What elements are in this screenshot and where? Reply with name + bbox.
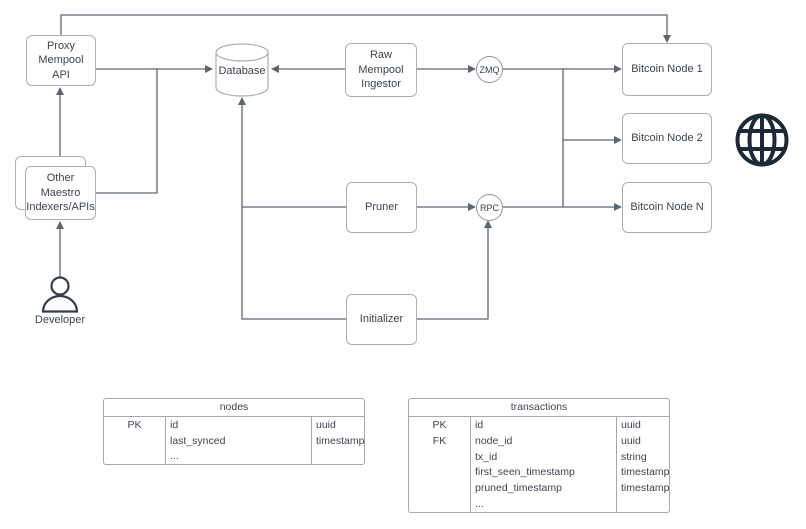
er-cell	[409, 449, 470, 465]
er-cell	[104, 448, 165, 464]
er-cell: pruned_timestamp	[475, 482, 562, 495]
pruner-box: Pruner	[346, 182, 417, 233]
er-column: uuid uuid string timestamp timestamp	[617, 417, 669, 512]
er-column: PK	[104, 417, 165, 464]
er-cell: node_id	[475, 434, 513, 447]
edge-indexers-merge	[96, 69, 158, 194]
er-cell: string	[621, 450, 647, 463]
er-column: id last_synced...	[165, 417, 312, 464]
er-cell: PK	[127, 418, 142, 431]
er-cell: timestamp	[621, 466, 669, 479]
er-cell: id	[170, 418, 179, 431]
er-cell	[104, 433, 165, 449]
er-column: PK FK	[409, 417, 470, 512]
er-cell: uuid	[621, 434, 641, 447]
person-icon	[40, 275, 80, 313]
transactions-table: transactions PK FK id node_id tx_id first_see…	[408, 398, 670, 513]
er-cell: last_synced	[170, 434, 226, 447]
er-cell: timestamp	[316, 434, 364, 447]
er-cell: PK	[432, 418, 447, 431]
er-cell: uuid	[621, 418, 641, 431]
er-column: uuid timestamp	[312, 417, 364, 464]
raw-mempool-ingestor-box: Raw Mempool Ingestor	[345, 43, 417, 97]
globe-icon	[734, 112, 790, 168]
proxy-mempool-api-box: Proxy Mempool API	[26, 35, 96, 86]
er-cell: uuid	[316, 418, 336, 431]
er-cell	[409, 464, 470, 480]
database-cylinder-icon	[215, 43, 269, 97]
edge-initializer-to-database	[238, 97, 346, 320]
bitcoin-node-1-box: Bitcoin Node 1	[622, 43, 712, 96]
zmq-port-circle: ZMQ	[476, 56, 503, 83]
er-cell: tx_id	[475, 450, 498, 463]
other-indexers-box: Other Maestro Indexers/APIs	[25, 166, 96, 220]
database-cylinder: Database	[215, 43, 269, 97]
er-cell	[409, 496, 470, 512]
nodes-table-body: PK id last_synced... uuid timestamp	[104, 417, 364, 464]
er-cell	[617, 496, 669, 512]
er-cell: FK	[432, 434, 447, 447]
transactions-table-title: transactions	[409, 399, 669, 417]
initializer-box: Initializer	[346, 294, 417, 345]
er-cell	[409, 480, 470, 496]
rpc-port-circle: RPC	[476, 194, 503, 221]
bitcoin-node-n-box: Bitcoin Node N	[622, 182, 712, 233]
nodes-table: nodes PK id last_synced... uuid timestamp	[103, 398, 365, 465]
database-label: Database	[218, 65, 266, 77]
er-cell: timestamp	[621, 482, 669, 495]
nodes-table-title: nodes	[104, 399, 364, 417]
bitcoin-node-2-box: Bitcoin Node 2	[622, 113, 712, 164]
er-cell: id	[475, 418, 484, 431]
developer-label: Developer	[34, 314, 86, 326]
er-cell: ...	[475, 498, 484, 511]
er-cell	[312, 448, 364, 464]
edge-proxy-to-node1	[60, 14, 671, 43]
er-cell: ...	[170, 450, 179, 463]
edge-initializer-to-rpc	[417, 220, 492, 320]
er-cell: first_seen_timestamp	[475, 466, 575, 479]
